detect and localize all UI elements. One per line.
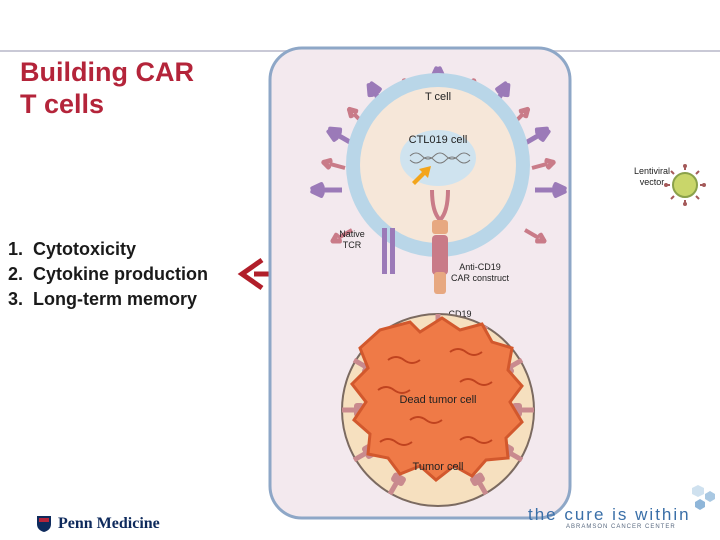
car-receptor	[430, 189, 450, 234]
cure-subtitle: ABRAMSON CANCER CENTER	[566, 524, 676, 530]
tumor-cell-label: Tumor cell	[413, 461, 464, 473]
dead-tumor-blob	[350, 316, 524, 482]
cure-logo: the cure is within ABRAMSON CANCER CENTE…	[528, 485, 718, 537]
cure-text: the cure is within	[528, 505, 691, 524]
penn-medicine-text: Penn Medicine	[58, 515, 160, 532]
synapse-receptors	[382, 228, 448, 294]
nucleus	[400, 130, 476, 186]
function-list: 1. Cytotoxicity 2. Cytokine production 3…	[8, 237, 208, 312]
lentiviral-label: vector	[640, 177, 665, 187]
slide-title: Building CAR T cells	[20, 57, 194, 119]
lentiviral-label: Lentiviral	[634, 166, 670, 176]
native-tcr-label: Native	[339, 229, 365, 239]
list-item: 3. Long-term memory	[8, 289, 198, 309]
hexagons-icon	[692, 485, 715, 510]
yellow-arrow-icon	[412, 166, 431, 185]
ctl-cell-label: CTL019 cell	[409, 134, 468, 146]
dna-strand	[409, 152, 471, 164]
shield-icon	[37, 516, 51, 532]
t-cell-label: T cell	[425, 91, 451, 103]
anti-cd19-label: Anti-CD19	[459, 262, 501, 272]
list-item: 2. Cytokine production	[8, 264, 209, 284]
lentiviral-vector	[664, 164, 706, 206]
anti-cd19-label: CAR construct	[451, 273, 510, 283]
native-tcr-label: TCR	[343, 240, 362, 250]
dead-tumor-label: Dead tumor cell	[399, 394, 476, 406]
dead-tumor-squiggles	[377, 348, 493, 446]
penn-medicine-logo: Penn Medicine	[36, 513, 160, 535]
cd19-label: CD19	[448, 309, 471, 319]
car-t-diagram: T cell CTL019 cell Lentiviral vector Nat…	[268, 46, 706, 520]
list-item: 1. Cytotoxicity	[8, 239, 137, 259]
